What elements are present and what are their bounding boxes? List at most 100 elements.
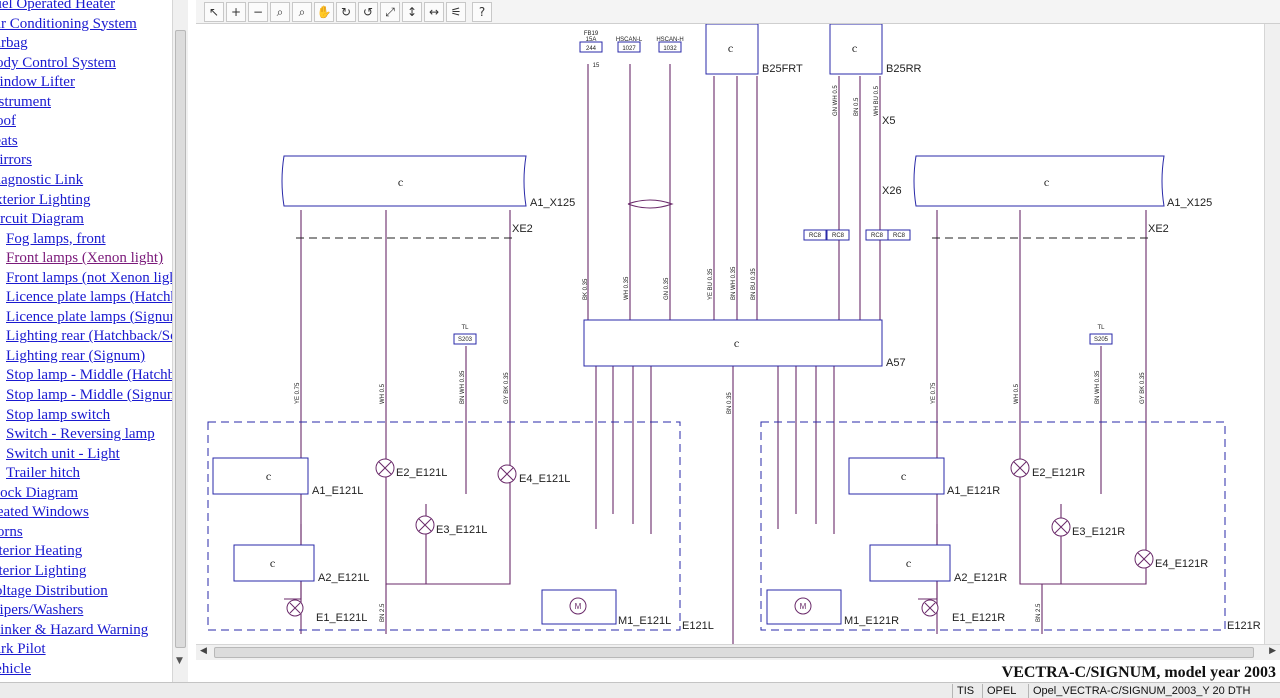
- nav-link[interactable]: Roof: [0, 113, 16, 130]
- diagram-vertical-scrollbar[interactable]: [1264, 24, 1280, 644]
- scroll-down-icon[interactable]: ▼: [176, 656, 183, 666]
- fit-page-button[interactable]: ⤢: [380, 2, 400, 22]
- wire-label: BN BU 0.35: [751, 268, 757, 300]
- wire-label: YE 0.75: [295, 382, 301, 404]
- component-label: XE2: [512, 223, 533, 235]
- fuse-name-label: FB19: [584, 31, 599, 37]
- component-label: X26: [882, 185, 902, 197]
- component-label: E2_E121R: [1032, 467, 1085, 479]
- component-label: E3_E121R: [1072, 526, 1125, 538]
- nav-link[interactable]: Seats: [0, 132, 18, 149]
- rotate-left-button[interactable]: ↺: [358, 2, 378, 22]
- nav-link[interactable]: Air Conditioning System: [0, 15, 137, 32]
- nav-link[interactable]: Exterior Lighting: [0, 191, 91, 208]
- nav-link[interactable]: Blinker & Hazard Warning: [0, 621, 149, 638]
- nav-link[interactable]: Front lamps (Xenon light): [6, 250, 164, 267]
- nav-link[interactable]: Block Diagram: [0, 484, 79, 501]
- nav-link[interactable]: Vehicle: [0, 660, 31, 677]
- wire-label: BN WH 0.35: [1095, 370, 1101, 404]
- zoom-out-button[interactable]: −: [248, 2, 268, 22]
- svg-text:M: M: [800, 602, 807, 611]
- help-button[interactable]: ?: [472, 2, 492, 22]
- svg-text:ⲥ: ⲥ: [852, 41, 857, 55]
- scroll-left-icon[interactable]: ◀: [200, 646, 207, 656]
- svg-text:ⲥ: ⲥ: [906, 556, 911, 570]
- wire-label: GY BK 0.35: [504, 372, 510, 404]
- zoom-in-button[interactable]: +: [226, 2, 246, 22]
- nav-link[interactable]: Diagnostic Link: [0, 171, 84, 188]
- tl-label: TL: [461, 325, 469, 331]
- pan-tool-button[interactable]: ✋: [314, 2, 334, 22]
- nav-link[interactable]: Horns: [0, 523, 23, 540]
- nav-link[interactable]: Front lamps (not Xenon light): [6, 269, 186, 286]
- nav-link[interactable]: Body Control System: [0, 54, 117, 71]
- nav-link[interactable]: Switch unit - Light: [6, 445, 120, 462]
- svg-text:ⲥ: ⲥ: [266, 469, 271, 483]
- rotate-right-icon: ↻: [340, 5, 352, 19]
- wire-label: GN 0.35: [664, 277, 670, 300]
- nav-link[interactable]: Fog lamps, front: [6, 230, 106, 247]
- nav-link[interactable]: Instrument: [0, 93, 51, 110]
- zoom-previous-button[interactable]: ⌕: [292, 2, 312, 22]
- horizontal-scrollbar-thumb[interactable]: [214, 647, 1254, 658]
- component-label: M1_E121R: [844, 615, 899, 627]
- nav-link[interactable]: Stop lamp - Middle (Hatchback): [6, 367, 188, 384]
- nav-link[interactable]: Voltage Distribution: [0, 582, 108, 599]
- status-cell: Opel_VECTRA-C/SIGNUM_2003_Y 20 DTH: [1028, 684, 1280, 698]
- nav-link[interactable]: Lighting rear (Signum): [6, 347, 146, 364]
- nav-scrollbar-thumb[interactable]: [175, 30, 186, 648]
- select-tool-button[interactable]: ↖: [204, 2, 224, 22]
- document-title: VECTRA-C/SIGNUM, model year 2003: [1001, 664, 1276, 681]
- fit-width-button[interactable]: ↔: [424, 2, 444, 22]
- rotate-right-button[interactable]: ↻: [336, 2, 356, 22]
- nav-link[interactable]: Licence plate lamps (Signum): [6, 308, 187, 325]
- zoom-area-button[interactable]: ⌕: [270, 2, 290, 22]
- nav-link[interactable]: Licence plate lamps (Hatchback): [6, 289, 188, 306]
- s205-box-label: S205: [1094, 337, 1109, 343]
- component-label: A1_X125: [1167, 197, 1212, 209]
- diagram-horizontal-scrollbar[interactable]: ◀ ▶: [196, 644, 1280, 660]
- wire-trace-button[interactable]: ⚟: [446, 2, 466, 22]
- component-label: A1_E121R: [947, 485, 1000, 497]
- rotate-left-icon: ↺: [362, 5, 374, 19]
- fuse-amp-label: 15A: [586, 37, 597, 43]
- wire-label: BN 0.35: [727, 392, 733, 414]
- rc-label: RC8: [871, 233, 884, 239]
- wire-label: WH 0.5: [380, 383, 386, 404]
- nav-link[interactable]: Mirrors: [0, 152, 32, 169]
- nav-link[interactable]: Interior Lighting: [0, 562, 87, 579]
- hand-icon: ✋: [316, 5, 332, 19]
- nav-link[interactable]: Stop lamp switch: [6, 406, 111, 423]
- arrow-pointer-icon: ↖: [208, 5, 220, 19]
- wire-label: BN WH 0.35: [460, 370, 466, 404]
- nav-link[interactable]: Trailer hitch: [6, 465, 81, 482]
- nav-link[interactable]: Window Lifter: [0, 74, 75, 91]
- nav-link[interactable]: Switch - Reversing lamp: [6, 426, 155, 443]
- toolbar: ↖+−⌕⌕✋↻↺⤢↕↔⚟?: [196, 0, 1280, 24]
- wire-label: BK 0.35: [583, 278, 589, 300]
- component-label: E4_E121L: [519, 473, 570, 485]
- wire-label: GY BK 0.35: [1140, 372, 1146, 404]
- nav-link[interactable]: Heated Windows: [0, 504, 89, 521]
- component-label: A2_E121L: [318, 572, 369, 584]
- nav-link[interactable]: Park Pilot: [0, 641, 46, 658]
- nav-scrollbar[interactable]: ▼: [172, 0, 188, 682]
- nav-link[interactable]: Interior Heating: [0, 543, 83, 560]
- nav-link[interactable]: Airbag: [0, 35, 28, 52]
- hscan-h-label: HSCAN-H: [656, 37, 683, 43]
- rc-label: RC8: [832, 233, 845, 239]
- nav-link[interactable]: Circuit Diagram: [0, 211, 84, 228]
- scroll-right-icon[interactable]: ▶: [1269, 646, 1276, 656]
- zoom-in-icon: +: [230, 5, 242, 19]
- nav-link[interactable]: Wipers/Washers: [0, 602, 84, 619]
- wire-label: BN 2.5: [380, 603, 386, 622]
- component-label: B25FRT: [762, 63, 803, 75]
- fit-height-button[interactable]: ↕: [402, 2, 422, 22]
- nav-link[interactable]: Lighting rear (Hatchback/Sedan): [6, 328, 188, 345]
- nav-link[interactable]: Fuel Operated Heater: [0, 0, 116, 12]
- svg-text:M: M: [575, 602, 582, 611]
- nav-link[interactable]: Stop lamp - Middle (Signum): [6, 387, 184, 403]
- pin-label: 15: [593, 63, 600, 69]
- magnifier-icon: ⌕: [276, 5, 284, 19]
